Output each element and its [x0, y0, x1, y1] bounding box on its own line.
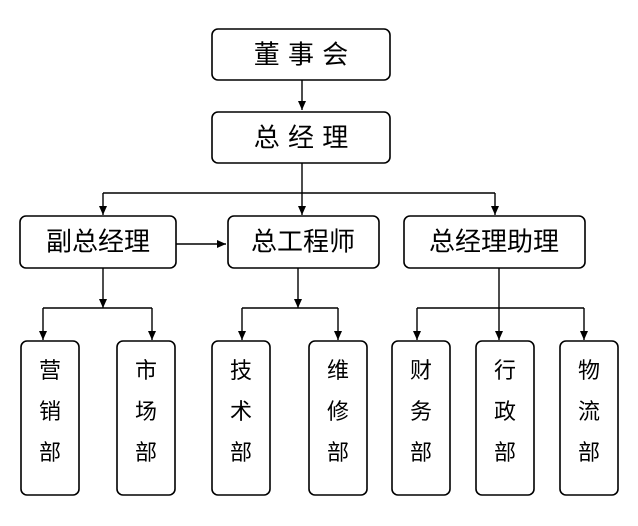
node-marketing-label: 营销部	[39, 359, 61, 466]
node-technology: 技术部	[211, 340, 271, 496]
node-maintenance: 维修部	[308, 340, 368, 496]
node-technology-label: 技术部	[230, 359, 252, 466]
node-vice-gm: 副总经理	[19, 215, 177, 269]
node-market: 市场部	[116, 340, 176, 496]
node-administration-label: 行政部	[494, 359, 516, 466]
node-finance-label: 财务部	[410, 359, 432, 466]
node-maintenance-label: 维修部	[327, 359, 349, 466]
connectors	[39, 80, 588, 340]
node-market-label: 市场部	[135, 359, 157, 466]
node-board-label: 董 事 会	[254, 41, 349, 71]
node-gm: 总 经 理	[211, 111, 391, 164]
node-gm-label: 总 经 理	[254, 124, 349, 154]
node-chief-engineer: 总工程师	[227, 215, 380, 269]
node-administration: 行政部	[475, 340, 535, 496]
node-logistics: 物流部	[559, 340, 619, 496]
node-gm-assistant-label: 总经理助理	[429, 228, 559, 258]
node-chief-engineer-label: 总工程师	[251, 228, 355, 258]
node-finance: 财务部	[391, 340, 451, 496]
node-marketing: 营销部	[20, 340, 80, 496]
node-gm-assistant: 总经理助理	[403, 215, 586, 269]
node-board: 董 事 会	[211, 28, 391, 81]
node-vice-gm-label: 副总经理	[46, 228, 150, 258]
node-logistics-label: 物流部	[578, 359, 600, 466]
